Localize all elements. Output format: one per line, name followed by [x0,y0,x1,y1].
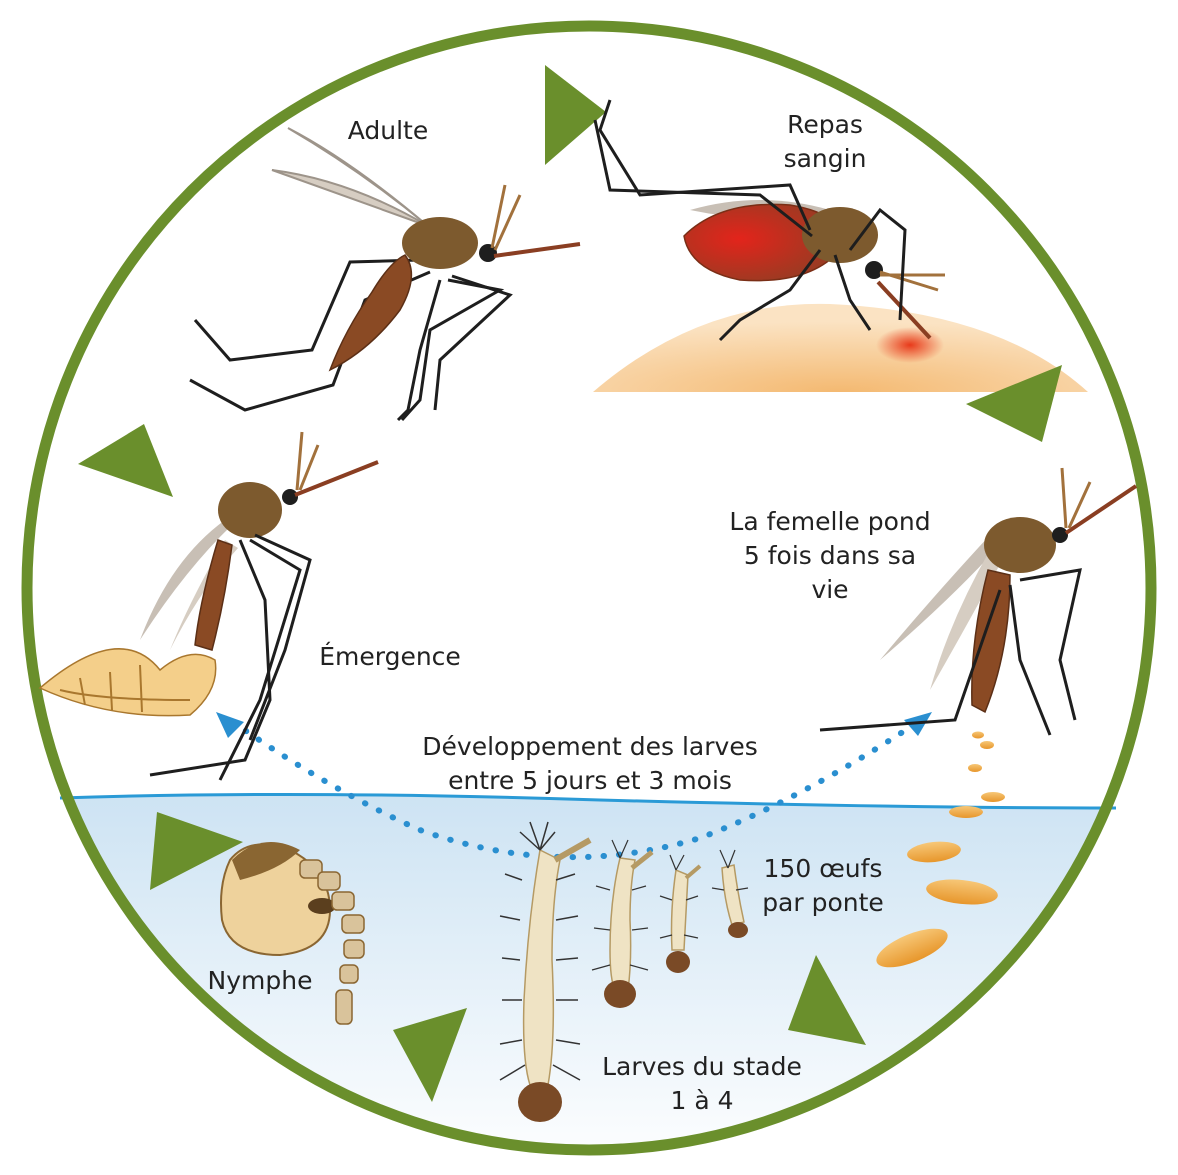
cycle-arrow-right-bottom [788,955,866,1045]
label-larvae-stages: Larves du stade 1 à 4 [602,1052,802,1115]
label-eggs: 150 œufs par ponte [762,854,884,917]
label-emergence: Émergence [319,642,461,671]
larvae-stages [499,821,749,1122]
egg-laying-mosquito [819,467,1138,736]
falling-eggs [876,731,1005,968]
larval-development-path [230,719,921,861]
larva-stage-3 [591,839,654,1008]
adult-mosquito [189,127,581,422]
label-blood-meal: Repas sangin [783,110,867,173]
label-adult: Adulte [347,116,429,145]
cycle-arrow-left-top [78,424,173,497]
larva-stage-1 [711,849,749,938]
larva-stage-2 [659,854,702,973]
larva-stage-4 [499,821,592,1122]
pupa [220,842,365,1025]
label-larval-development: Développement des larves entre 5 jours e… [422,732,758,795]
label-female-lays: La femelle pond 5 fois dans sa vie [729,507,931,604]
cycle-arrow-right-top [966,365,1062,442]
cycle-arrow-bottom [393,1008,467,1102]
path-arrowhead-left [216,712,244,738]
label-pupa: Nymphe [207,966,313,995]
skin-surface [593,303,1088,392]
emerging-mosquito [38,431,379,781]
cycle-arrow-left-bottom [150,812,243,890]
cycle-ring [21,20,1157,1156]
cycle-arrow-top [545,65,606,165]
blood-meal-mosquito [593,99,945,342]
bite-spot [876,327,944,363]
